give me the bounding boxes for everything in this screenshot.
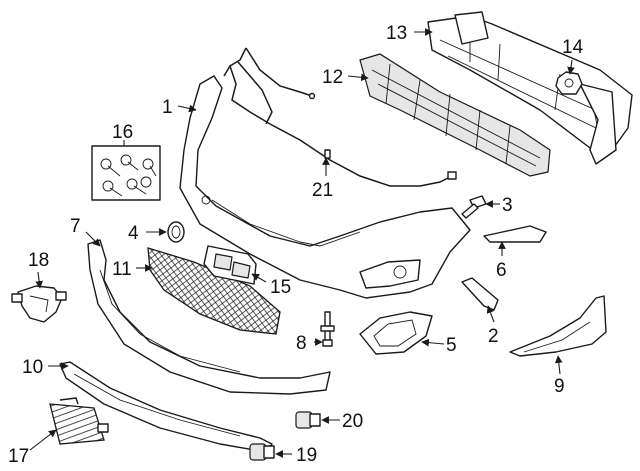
part-lower-valance-7 [87,239,331,395]
callout-13: 13 [386,23,407,44]
callout-11: 11 [112,259,132,280]
part-clip-4 [167,221,185,243]
part-bolt-3 [461,195,487,219]
callout-10: 10 [22,357,43,378]
part-bracket-2 [461,277,499,311]
callout-1: 1 [162,97,173,118]
part-trim-strip-6 [483,225,547,243]
part-sensor-20 [295,411,321,429]
callout-12: 12 [322,67,343,88]
callout-9: 9 [554,376,565,397]
callout-17: 17 [8,446,29,467]
callout-2: 2 [488,326,499,347]
part-reinforcement-bar [427,11,633,165]
callout-labels: 1 2 3 4 5 6 7 8 9 10 11 12 13 14 15 16 1… [8,23,584,467]
part-fog-bezel-5 [359,311,433,355]
part-energy-absorber [359,53,551,177]
callout-21: 21 [312,180,333,201]
leader-lines [29,28,575,458]
callout-15: 15 [270,277,291,298]
callout-18: 18 [28,250,49,271]
part-bumper-cover [179,75,471,299]
callout-5: 5 [446,335,457,356]
callout-4: 4 [128,223,139,244]
part-sensor-19 [249,443,275,461]
part-skid-plate-10 [59,361,273,453]
part-license-bracket-15 [203,245,257,285]
part-fastener-set-16 [91,145,161,201]
part-side-molding-9 [509,295,607,357]
callout-6: 6 [496,260,507,281]
callout-14: 14 [562,37,584,58]
callout-7: 7 [70,216,81,237]
callout-3: 3 [502,195,513,216]
callout-20: 20 [342,411,363,432]
callout-16: 16 [112,122,133,143]
part-sensor-bracket-18 [11,285,67,323]
callout-19: 19 [296,445,317,466]
part-wiring-harness [223,47,457,187]
part-module-17 [49,397,109,445]
callout-8: 8 [296,333,307,354]
part-pin-8 [320,311,335,347]
